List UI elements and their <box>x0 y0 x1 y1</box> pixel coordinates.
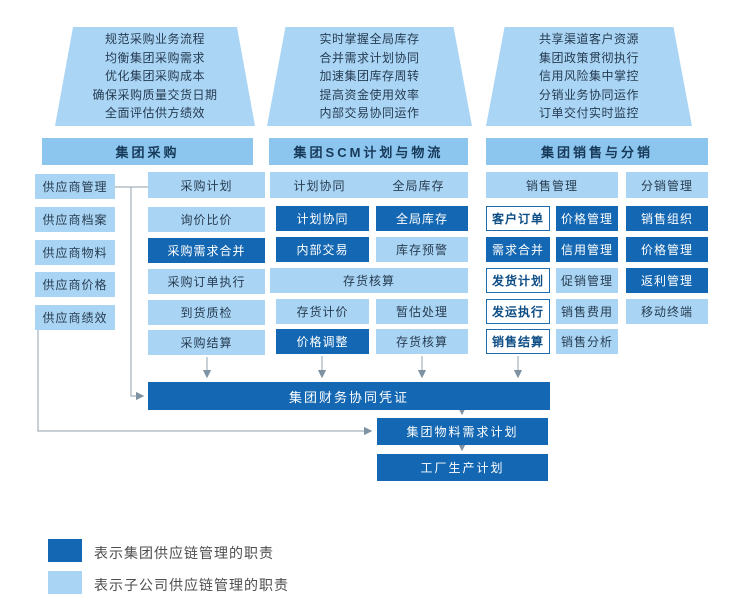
goal-line: 分销业务协同运作 <box>538 87 639 102</box>
sales-goals: 共享渠道客户资源 集团政策贯彻执行 信用风险集中掌控 分销业务协同运作 订单交付… <box>486 27 692 126</box>
box-purchase-demand-merge: 采购需求合并 <box>148 238 265 263</box>
box-supplier-performance: 供应商绩效 <box>35 305 115 330</box>
box-group-mrp: 集团物料需求计划 <box>377 418 548 445</box>
box-purchase-order-execution: 采购订单执行 <box>148 269 265 294</box>
legend-swatch-subsidiary <box>48 571 82 594</box>
scm-goals: 实时掌握全局库存 合并需求计划协同 加速集团库存周转 提高资金使用效率 内部交易… <box>267 27 472 126</box>
goal-line: 均衡集团采购需求 <box>104 50 205 65</box>
box-purchase-settlement: 采购结算 <box>148 330 265 355</box>
legend-label-subsidiary: 表示子公司供应链管理的职责 <box>94 577 289 593</box>
box-distribution-price-management: 价格管理 <box>626 237 708 262</box>
box-sales-analysis: 销售分析 <box>556 329 618 354</box>
goal-line: 共享渠道客户资源 <box>538 32 639 47</box>
box-sales-organization: 销售组织 <box>626 206 708 231</box>
box-customer-order: 客户订单 <box>486 206 550 231</box>
goal-line: 规范采购业务流程 <box>104 32 205 47</box>
header-group-procurement: 集团采购 <box>42 138 253 165</box>
scm-inventory-accounting-header: 存货核算 <box>270 268 468 293</box>
goal-line: 信用风险集中掌控 <box>538 69 639 84</box>
procurement-goals: 规范采购业务流程 均衡集团采购需求 优化集团采购成本 确保采购质量交货日期 全面… <box>55 27 255 126</box>
goal-line: 内部交易协同运作 <box>319 106 420 121</box>
box-inquiry-compare: 询价比价 <box>148 207 265 232</box>
box-inventory-accounting: 存货核算 <box>376 329 468 354</box>
box-inventory-valuation: 存货计价 <box>276 299 369 324</box>
box-group-finance-voucher: 集团财务协同凭证 <box>148 382 550 410</box>
goal-line: 提高资金使用效率 <box>319 87 420 102</box>
goal-line: 优化集团采购成本 <box>104 69 205 84</box>
box-credit-management: 信用管理 <box>556 237 618 262</box>
box-rebate-management: 返利管理 <box>626 268 708 293</box>
box-demand-merge: 需求合并 <box>486 237 550 262</box>
legend-label-group: 表示集团供应链管理的职责 <box>94 545 274 561</box>
header-group-sales: 集团销售与分销 <box>486 138 708 165</box>
goal-line: 确保采购质量交货日期 <box>92 87 218 102</box>
box-shipping-execution: 发运执行 <box>486 299 550 324</box>
box-supplier-materials: 供应商物料 <box>35 240 115 265</box>
header-group-scm: 集团SCM计划与物流 <box>269 138 468 165</box>
box-delivery-plan: 发货计划 <box>486 268 550 293</box>
box-global-inventory: 全局库存 <box>376 206 468 231</box>
box-sales-settlement: 销售结算 <box>486 329 550 354</box>
goal-line: 实时掌握全局库存 <box>319 32 420 47</box>
goal-line: 合并需求计划协同 <box>319 50 420 65</box>
goal-line: 集团政策贯彻执行 <box>538 50 639 65</box>
box-supplier-prices: 供应商价格 <box>35 272 115 297</box>
sales-subheader-sales-management: 销售管理 <box>486 172 618 198</box>
scm-subheader-bar: 计划协同 全局库存 <box>270 172 468 198</box>
box-supplier-management: 供应商管理 <box>35 174 115 199</box>
box-arrival-inspection: 到货质检 <box>148 300 265 325</box>
box-plan-collaboration: 计划协同 <box>276 206 369 231</box>
box-supplier-files: 供应商档案 <box>35 207 115 232</box>
box-factory-production-plan: 工厂生产计划 <box>377 454 548 481</box>
box-estimate-processing: 暂估处理 <box>376 299 468 324</box>
goal-line: 加速集团库存周转 <box>319 69 420 84</box>
scm-subheader-inventory: 全局库存 <box>392 178 445 193</box>
box-price-adjustment: 价格调整 <box>276 329 369 354</box>
legend-swatch-group <box>48 539 82 562</box>
box-purchase-plan: 采购计划 <box>148 172 265 198</box>
sales-subheader-distribution-management: 分销管理 <box>626 172 708 198</box>
box-promotion-management: 促销管理 <box>556 268 618 293</box>
scm-subheader-plan: 计划协同 <box>293 178 346 193</box>
box-internal-trade: 内部交易 <box>276 237 369 262</box>
goal-line: 订单交付实时监控 <box>538 106 639 121</box>
goal-line: 全面评估供方绩效 <box>104 106 205 121</box>
box-price-management: 价格管理 <box>556 206 618 231</box>
box-sales-expense: 销售费用 <box>556 299 618 324</box>
box-inventory-warning: 库存预警 <box>376 237 468 262</box>
box-mobile-terminal: 移动终端 <box>626 299 708 324</box>
